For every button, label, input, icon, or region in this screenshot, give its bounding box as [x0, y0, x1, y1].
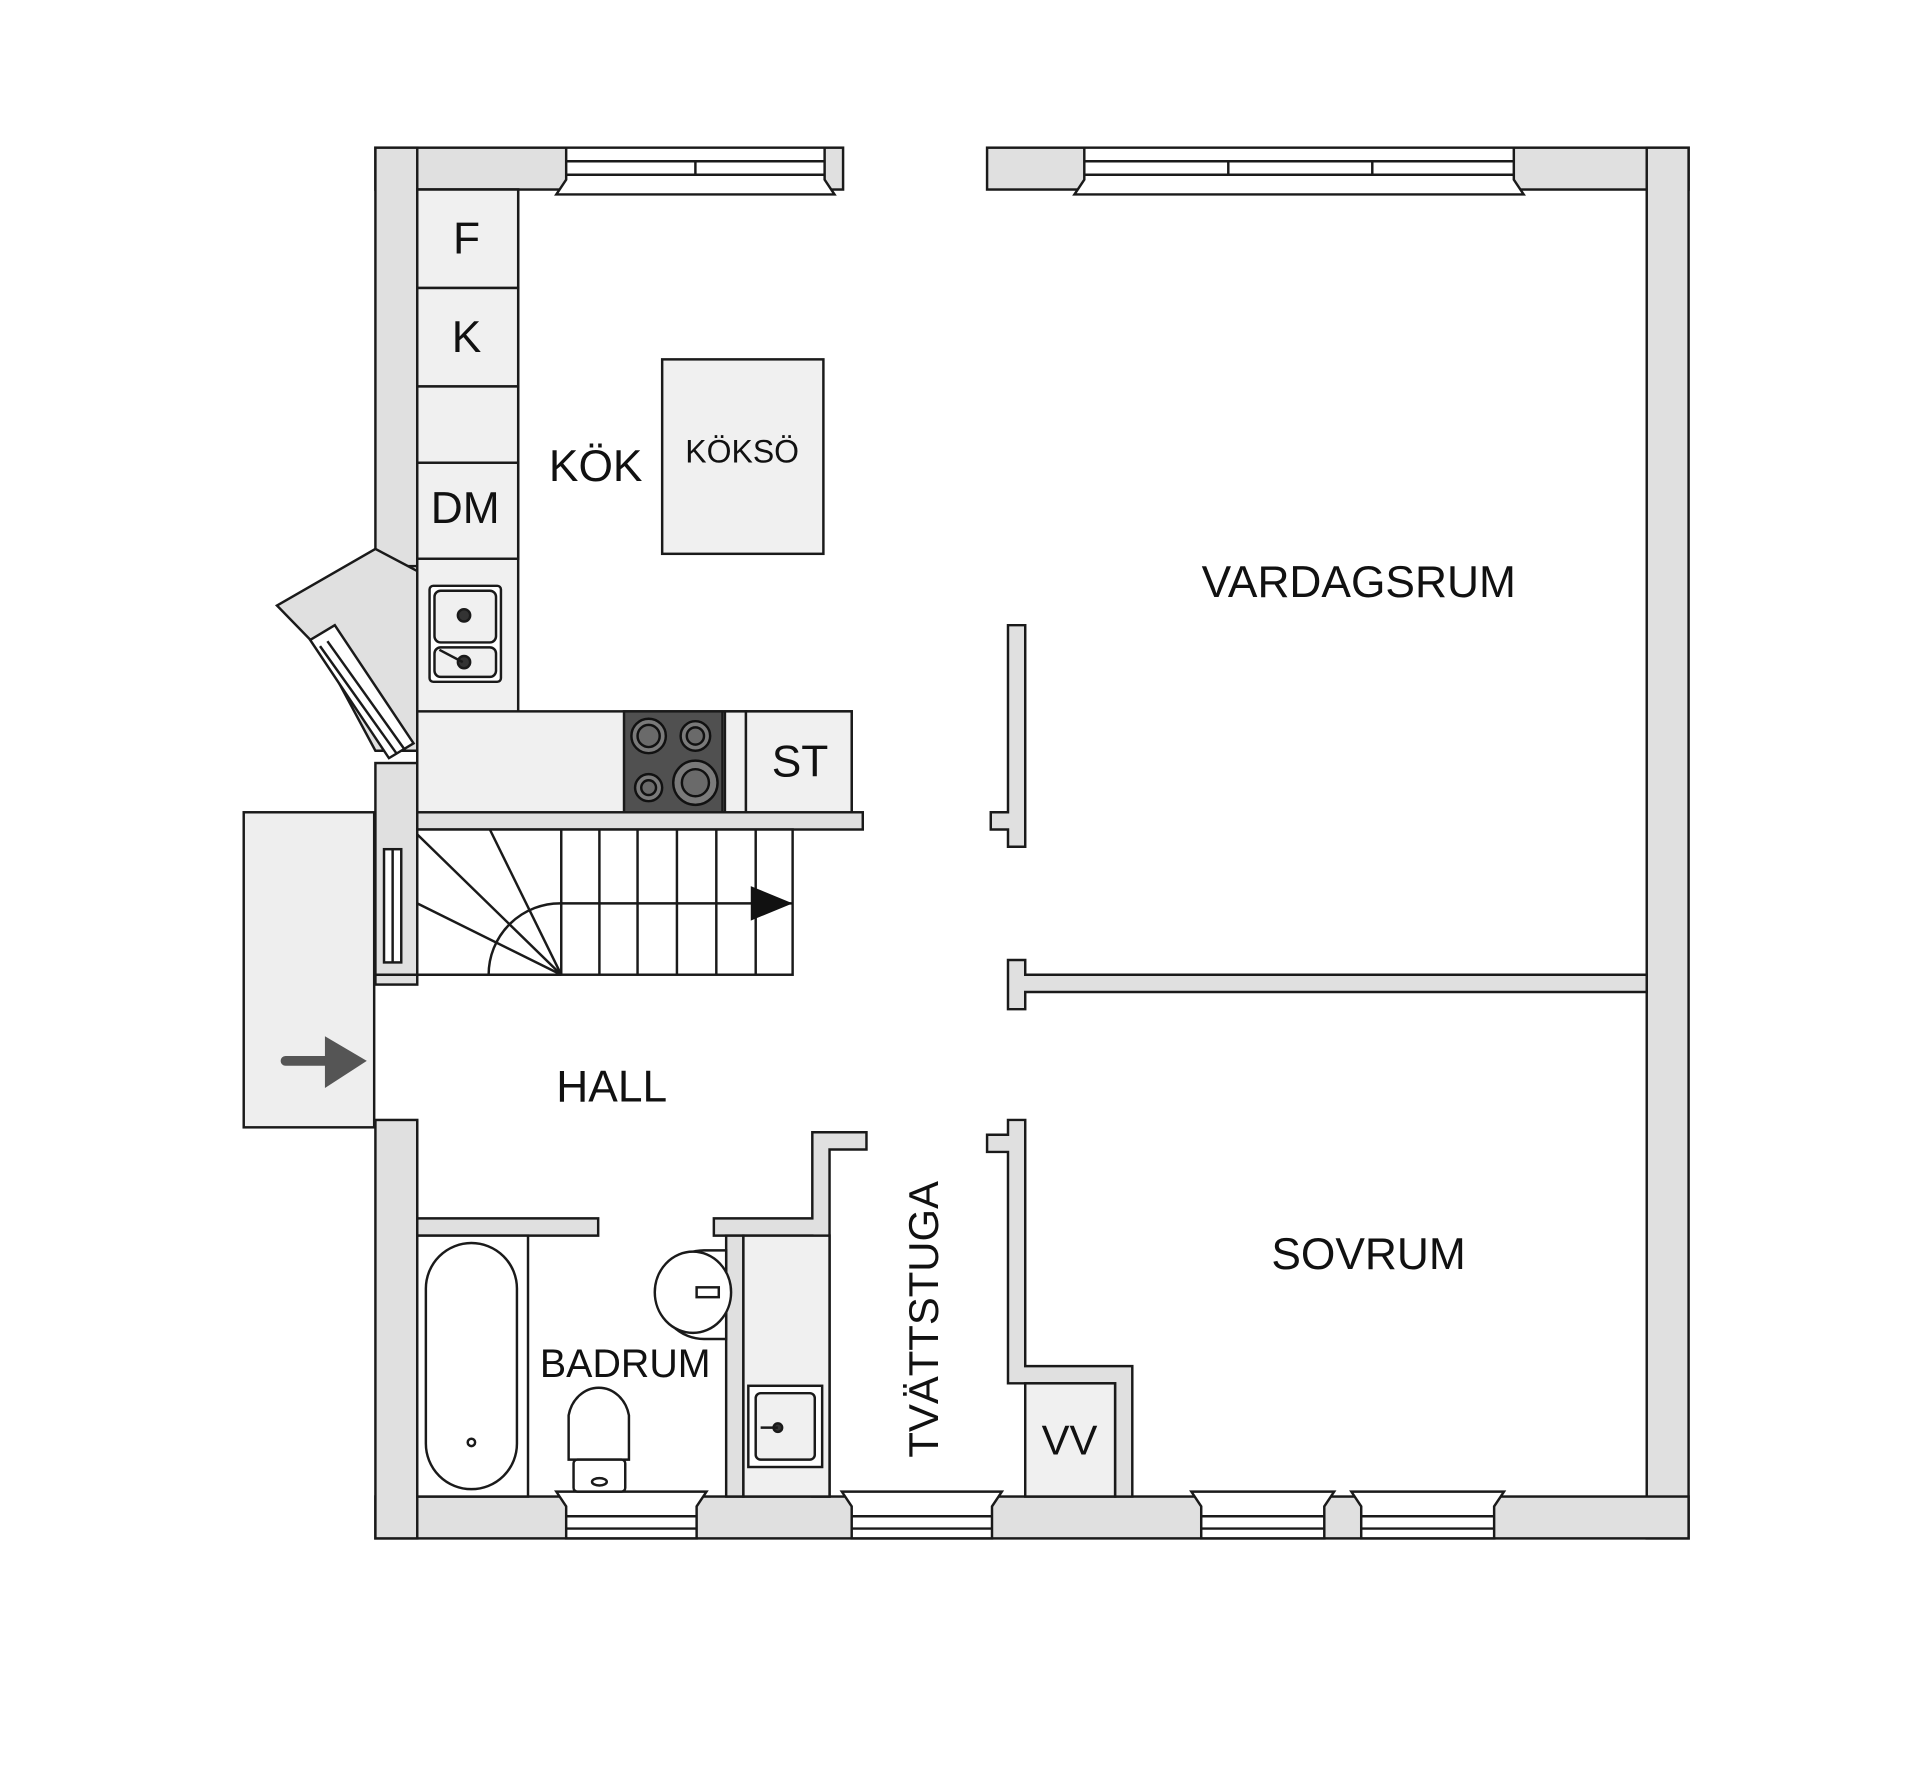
fixture-label-dishwasher: DM: [431, 484, 500, 533]
fixture-label-island: KÖKSÖ: [685, 434, 799, 470]
fixture-labels: F K DM KÖKSÖ ST VV: [431, 215, 1098, 1464]
wall-bath-top: [416, 1119, 600, 1237]
room-label-sovrum: SOVRUM: [1271, 1230, 1465, 1279]
room-labels: KÖK VARDAGSRUM HALL BADRUM SOVRUM TVÄTTS…: [540, 442, 1516, 1457]
windows: [308, 146, 1526, 1540]
fixture-label-wardrobe: ST: [772, 738, 829, 787]
stair-direction-arrow-icon: [750, 886, 793, 921]
fixture-label-fridge: F: [453, 215, 480, 264]
wall-left-upper: [374, 146, 419, 568]
fridge-cabinet: [416, 188, 520, 290]
laundry-fittings: [742, 1234, 1117, 1498]
room-label-tvattstuga: TVÄTTSTUGA: [900, 1181, 947, 1458]
room-label-kok: KÖK: [549, 442, 643, 491]
room-label-hall: HALL: [556, 1062, 667, 1111]
fixture-label-water-heater: VV: [1042, 1417, 1098, 1464]
kitchen-fittings: [416, 188, 853, 814]
window-living-top: [1072, 146, 1526, 196]
room-label-vardagsrum: VARDAGSRUM: [1202, 558, 1516, 607]
bathroom-fittings: [416, 1234, 733, 1498]
entrance-arrow-icon: [280, 1036, 367, 1088]
cabinet-blank: [416, 385, 520, 464]
entrance-step: [242, 811, 376, 1129]
wall-right: [1645, 146, 1690, 1540]
staircase: [375, 828, 794, 976]
dishwasher-cabinet: [416, 461, 520, 560]
wall-left-lower: [374, 1118, 419, 1540]
counter-edge-wall: [416, 811, 865, 831]
room-label-badrum: BADRUM: [540, 1342, 711, 1386]
water-heater: [1023, 1382, 1117, 1498]
partition-kitchen-living: [989, 623, 1027, 848]
fixture-label-freezer: K: [452, 313, 482, 362]
wall-living-bedroom: [1006, 958, 1648, 1011]
toilet-icon: [567, 1386, 631, 1461]
kitchen-island: [660, 358, 825, 556]
